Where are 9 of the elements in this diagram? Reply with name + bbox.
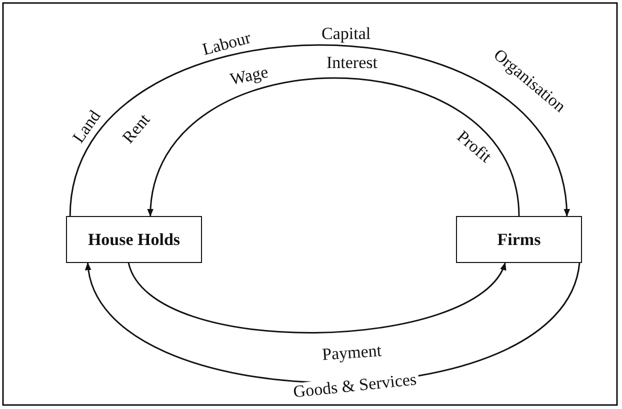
flow-arrow xyxy=(148,77,520,217)
factor-label: Wage xyxy=(228,62,270,88)
flow-arrow xyxy=(69,44,569,217)
factor-label: Interest xyxy=(326,54,378,70)
entity-box: House Holds xyxy=(66,216,202,263)
flow-arrow xyxy=(128,262,506,334)
entity-box: Firms xyxy=(456,216,582,263)
factor-label: Labour xyxy=(200,28,252,58)
factor-label: Capital xyxy=(322,24,371,42)
